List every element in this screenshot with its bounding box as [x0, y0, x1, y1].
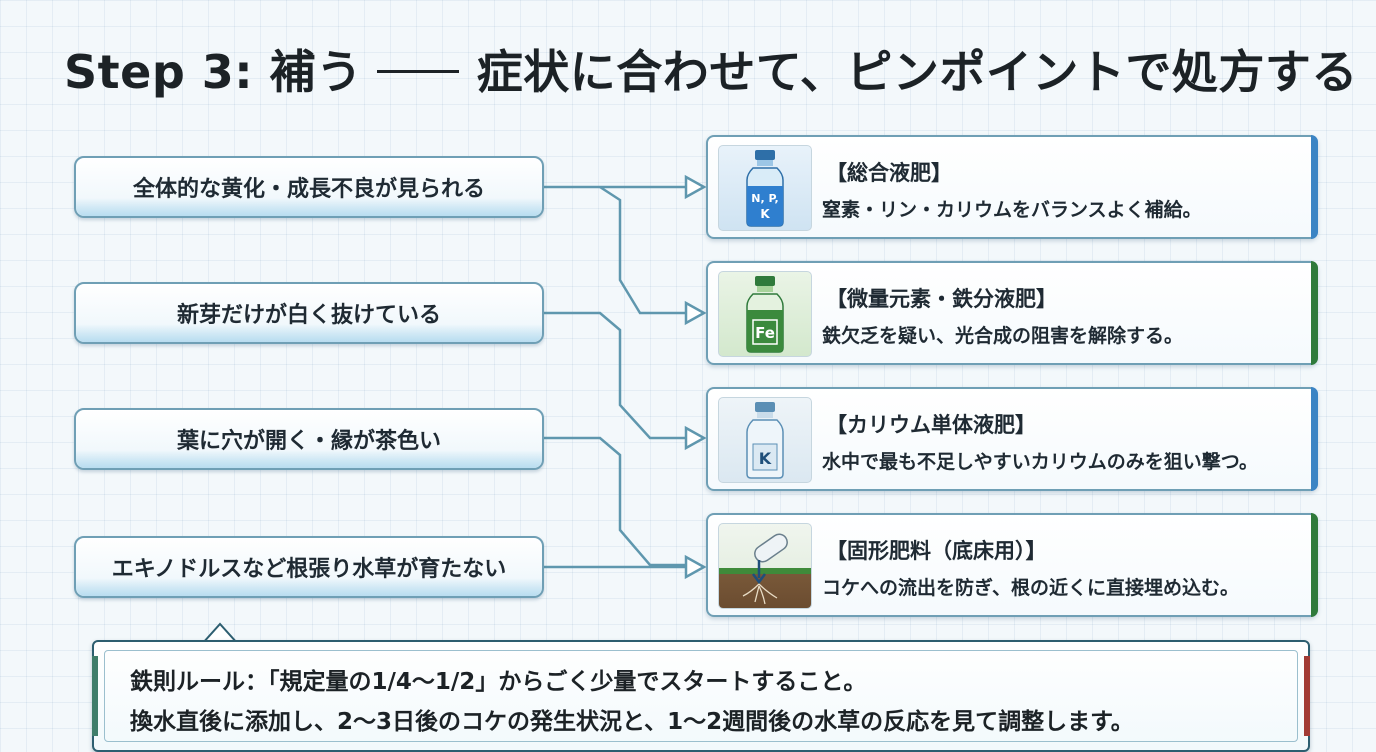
title-main: 症状に合わせて、ピンポイントで処方する — [476, 45, 1358, 99]
water-wave — [76, 578, 542, 596]
arrowhead-3 — [684, 425, 707, 451]
rule-stripe-left — [92, 656, 98, 736]
remedy-title: 【固形肥料（底床用）】 — [826, 539, 1047, 563]
remedy-title: 【微量元素・鉄分液肥】 — [826, 287, 1057, 311]
symptom-box-leaf-holes: 葉に穴が開く・縁が茶色い — [74, 408, 544, 470]
symptom-label: エキノドルスなど根張り水草が育たない — [111, 557, 507, 582]
remedy-card-potassium: K 【カリウム単体液肥】 水中で最も不足しやすいカリウムのみを狙い撃つ。 — [706, 387, 1318, 491]
root-tab-icon — [718, 523, 812, 609]
k-bottle-icon: K — [718, 397, 812, 483]
rule-inner-border — [104, 650, 1298, 742]
rule-box: 鉄則ルール：「規定量の1/4〜1/2」からごく少量でスタートすること。 換水直後… — [92, 640, 1310, 752]
rule-line-2: 換水直後に添加し、2〜3日後のコケの発生状況と、1〜2週間後の水草の反応を見て調… — [130, 709, 1134, 735]
symptom-label: 葉に穴が開く・縁が茶色い — [176, 429, 441, 454]
title-dash — [376, 70, 459, 73]
symptom-label: 全体的な黄化・成長不良が見られる — [132, 177, 485, 202]
remedy-card-iron: Fe 【微量元素・鉄分液肥】 鉄欠乏を疑い、光合成の阻害を解除する。 — [706, 261, 1318, 365]
symptom-box-root-plants: エキノドルスなど根張り水草が育たない — [74, 536, 544, 598]
water-wave — [76, 450, 542, 468]
connector-1-2 — [599, 185, 690, 315]
water-wave — [76, 198, 542, 216]
remedy-accent-bar — [1311, 261, 1318, 365]
remedy-card-root-tab: 【固形肥料（底床用）】 コケへの流出を防ぎ、根の近くに直接埋め込む。 — [706, 513, 1318, 617]
page-title: Step 3: 補う 症状に合わせて、ピンポイントで処方する — [64, 36, 1357, 102]
rule-stripe-right — [1304, 656, 1310, 736]
npk-text-2: K — [760, 207, 770, 221]
k-text: K — [759, 449, 772, 468]
npk-text-1: N, P, — [751, 192, 778, 205]
remedy-desc: 窒素・リン・カリウムをバランスよく補給。 — [822, 199, 1202, 221]
arrowhead-4 — [684, 554, 707, 580]
arrowhead-2 — [684, 300, 707, 326]
title-step: Step 3: 補う — [64, 45, 363, 99]
remedy-desc: コケへの流出を防ぎ、根の近くに直接埋め込む。 — [822, 577, 1240, 599]
remedy-accent-bar — [1311, 135, 1318, 239]
npk-bottle-icon: N, P, K — [718, 145, 812, 231]
remedy-accent-bar — [1311, 513, 1318, 617]
connector-2-3 — [544, 311, 690, 440]
remedy-title: 【カリウム単体液肥】 — [826, 413, 1036, 437]
fe-text: Fe — [755, 324, 775, 342]
remedy-card-general: N, P, K 【総合液肥】 窒素・リン・カリウムをバランスよく補給。 — [706, 135, 1318, 239]
remedy-desc: 水中で最も不足しやすいカリウムのみを狙い撃つ。 — [822, 451, 1259, 473]
fe-bottle-icon: Fe — [718, 271, 812, 357]
remedy-accent-bar — [1311, 387, 1318, 491]
rule-pointer — [201, 622, 239, 644]
connector-3-4 — [544, 436, 690, 567]
remedy-desc: 鉄欠乏を疑い、光合成の阻害を解除する。 — [822, 325, 1184, 347]
arrowhead-1 — [684, 174, 707, 200]
symptom-label: 新芽だけが白く抜けている — [176, 303, 441, 328]
symptom-box-white-shoots: 新芽だけが白く抜けている — [74, 282, 544, 344]
symptom-box-yellowing: 全体的な黄化・成長不良が見られる — [74, 156, 544, 218]
remedy-title: 【総合液肥】 — [826, 161, 952, 185]
water-wave — [76, 324, 542, 342]
rule-line-1: 鉄則ルール：「規定量の1/4〜1/2」からごく少量でスタートすること。 — [130, 669, 867, 695]
